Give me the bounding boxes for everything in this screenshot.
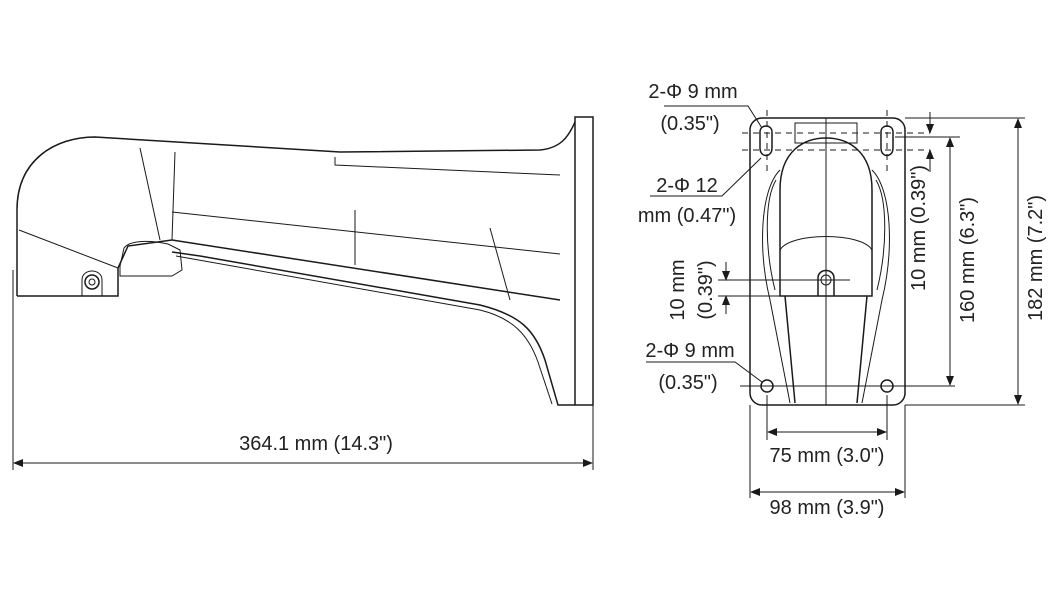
slot-offset-dimension: 10 mm (0.39") [908, 112, 934, 291]
slot-label-2: mm (0.47") [638, 205, 736, 227]
keyhole-slot-right-icon [880, 125, 894, 157]
center-mount-hole-icon [817, 269, 835, 296]
hole-horizontal-spacing-dimension: 75 mm (3.0") [766, 395, 888, 467]
bottom-hole-label-2: (0.35") [658, 372, 717, 394]
plate-height-label: 182 mm (7.2") [1025, 195, 1047, 321]
pivot-bolt-icon [84, 274, 100, 290]
bottom-hole-label-1: 2-Φ 9 mm [645, 340, 734, 362]
slot-offset-label: 10 mm (0.39") [908, 165, 930, 291]
side-length-dimension: 364.1 mm (14.3") [12, 270, 594, 470]
top-hole-label-2: (0.35") [660, 113, 719, 135]
plate-height-dimension: 182 mm (7.2") [905, 117, 1047, 406]
slot-label-1: 2-Φ 12 [656, 175, 718, 197]
keyhole-slot-left-icon [759, 125, 773, 157]
hole-vertical-spacing-label: 160 mm (6.3") [957, 197, 979, 323]
hole-vertical-spacing-dimension: 160 mm (6.3") [895, 136, 979, 386]
plate-width-dimension: 98 mm (3.9") [749, 405, 906, 519]
side-view-bracket [16, 116, 594, 406]
hole-callouts: 2-Φ 9 mm (0.35") 2-Φ 12 mm (0.47") 2-Φ 9… [638, 81, 763, 394]
front-view-plate [740, 110, 955, 406]
top-hole-label-1: 2-Φ 9 mm [648, 81, 737, 103]
center-offset-label-2: (0.39") [695, 260, 717, 319]
center-offset-dimension: 10 mm (0.39") [667, 259, 850, 321]
plate-width-label: 98 mm (3.9") [770, 497, 885, 519]
hole-horizontal-spacing-label: 75 mm (3.0") [770, 445, 885, 467]
length-label: 364.1 mm (14.3") [239, 433, 393, 455]
center-offset-label-1: 10 mm [667, 259, 689, 320]
